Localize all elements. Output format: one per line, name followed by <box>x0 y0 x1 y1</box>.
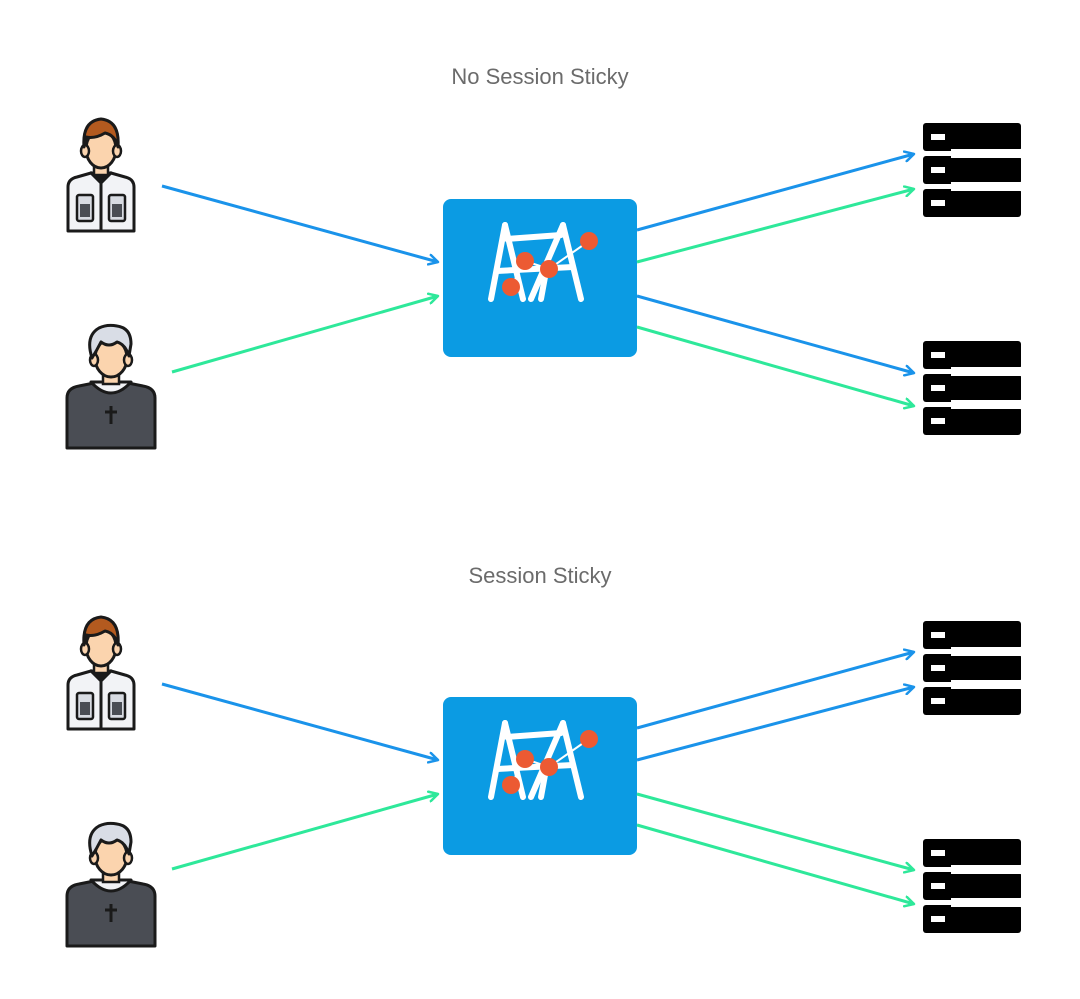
diagram-no-session-sticky <box>65 117 1021 450</box>
diagram-session-sticky <box>65 615 1021 948</box>
arrow-user-b-to-balancer <box>171 296 438 374</box>
user-gray-hair-icon <box>65 821 157 948</box>
server-rack-icon <box>923 123 1021 217</box>
user-brown-hair-icon <box>66 615 136 731</box>
load-balancer-icon <box>443 697 637 855</box>
server-rack-icon <box>923 341 1021 435</box>
arrow-balancer-to-server1-blue <box>636 652 914 730</box>
user-brown-hair-icon <box>66 117 136 233</box>
diagram-title-session-sticky: Session Sticky <box>468 563 612 588</box>
server-rack-icon <box>923 621 1021 715</box>
arrow-user-b-to-balancer <box>171 794 438 871</box>
server-rack-icon <box>923 839 1021 933</box>
arrow-balancer-to-server1-blue <box>636 154 914 232</box>
arrow-balancer-to-server2-green <box>636 325 914 406</box>
arrow-balancer-to-server2-green <box>636 823 914 904</box>
load-balancer-icon <box>443 199 637 357</box>
arrow-balancer-to-server1-blue <box>636 687 914 762</box>
arrow-balancer-to-server2-blue <box>636 294 914 373</box>
arrow-balancer-to-server2-green <box>636 792 914 870</box>
user-gray-hair-icon <box>65 323 157 450</box>
arrow-user-a-to-balancer <box>161 184 438 262</box>
arrow-user-a-to-balancer <box>161 682 438 760</box>
diagram-title-no-session-sticky: No Session Sticky <box>451 64 629 89</box>
arrow-balancer-to-server1-green <box>636 189 914 264</box>
